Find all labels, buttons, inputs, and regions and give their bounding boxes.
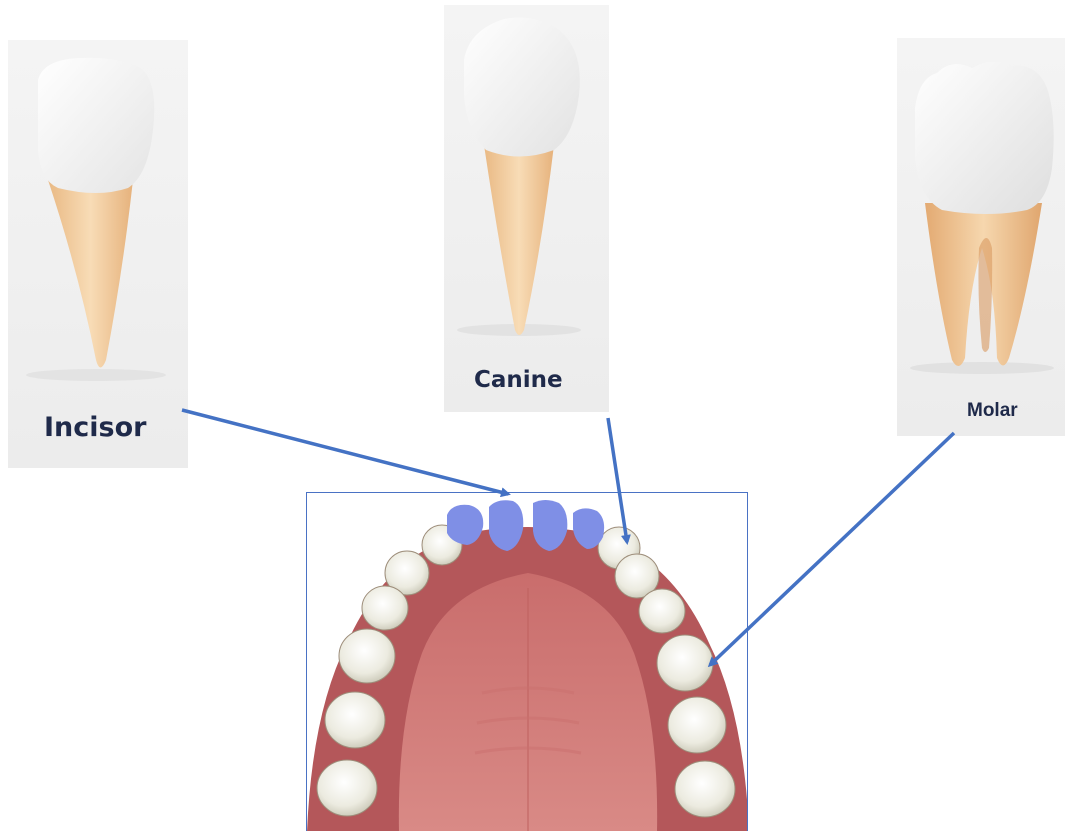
molar-arrow <box>710 433 954 665</box>
incisor-arrow <box>182 410 508 494</box>
canine-arrow <box>608 418 627 542</box>
